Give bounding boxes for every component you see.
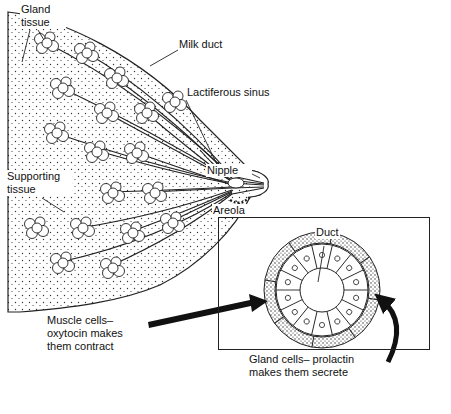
part-label: Muscle cells– oxytocin makes them contra… (46, 314, 148, 353)
part-label: Areola (212, 204, 258, 217)
part-label: Lactiferous sinus (186, 86, 298, 99)
part-label: Supporting tissue (6, 170, 72, 196)
part-label: Gland tissue (20, 3, 66, 29)
part-label: Milk duct (178, 38, 240, 51)
milk-ducts (45, 42, 264, 266)
part-label: Nipple (206, 164, 252, 177)
duct-cross-section (264, 232, 380, 348)
part-label: Gland cells– prolactin makes them secret… (248, 353, 362, 379)
inset-frame: Duct (218, 217, 430, 350)
gland-arrow (382, 300, 397, 362)
gland-lobules (25, 32, 187, 279)
muscle-arrow (148, 294, 268, 328)
duct-label: Duct (315, 226, 340, 239)
breast-outline (8, 12, 265, 312)
